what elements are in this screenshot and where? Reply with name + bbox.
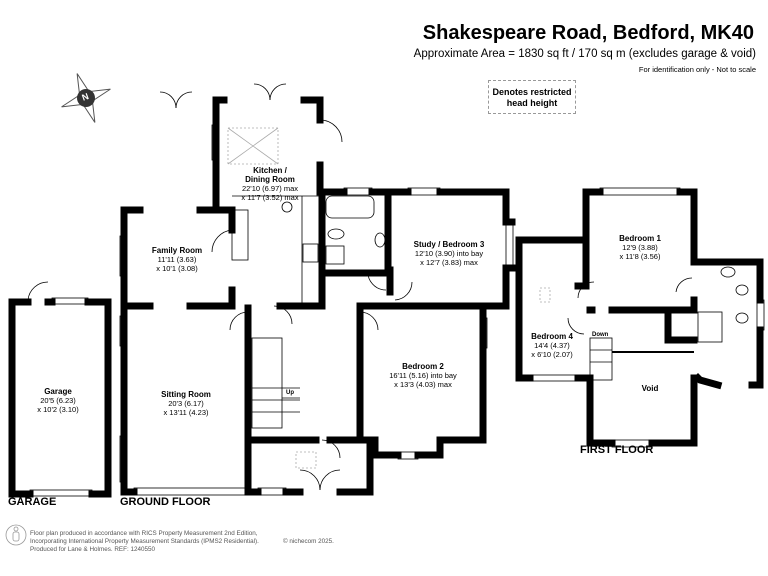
page-title: Shakespeare Road, Bedford, MK40 [422, 22, 754, 44]
niche-logo-icon [5, 524, 27, 546]
floor-label-first: FIRST FLOOR [580, 444, 654, 456]
floor-label-garage: GARAGE [8, 496, 57, 508]
footer-line-1: Floor plan produced in accordance with R… [30, 530, 258, 537]
first-floor-walls [515, 188, 764, 447]
room-void: Void [641, 384, 659, 393]
restricted-head-height-legend: Denotes restricted head height [488, 80, 576, 114]
compass-rose [61, 73, 111, 123]
legend-line-2: head height [506, 98, 558, 108]
identification-note: For identification only - Not to scale [638, 65, 756, 74]
floor-label-ground: GROUND FLOOR [120, 496, 211, 508]
stairs-down-label: Down [592, 332, 609, 338]
ground-floor-walls [120, 96, 516, 496]
footer-notes: Floor plan produced in accordance with R… [30, 530, 259, 554]
copyright: © nichecom 2025. [283, 538, 334, 545]
legend-line-1: Denotes restricted [492, 87, 572, 97]
area-summary: Approximate Area = 1830 sq ft / 170 sq m… [413, 48, 756, 60]
stairs-up-label: Up [286, 390, 294, 396]
footer-line-2: Incorporating International Property Mea… [30, 538, 259, 545]
garage-walls [8, 298, 112, 498]
footer-line-3: Produced for Lane & Holmes. REF: 1240550 [30, 546, 155, 553]
